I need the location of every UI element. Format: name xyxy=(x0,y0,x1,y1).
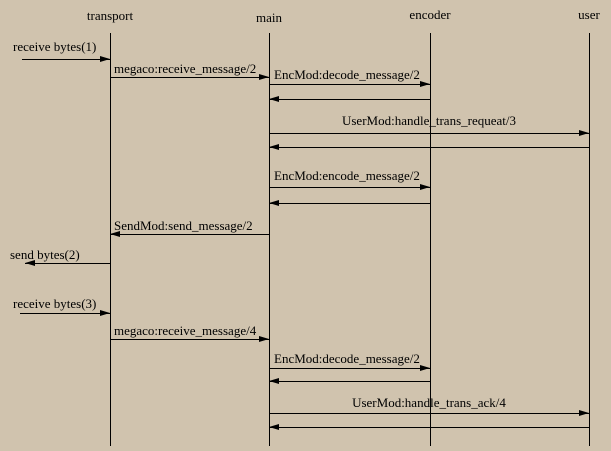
message-label: SendMod:send_message/2 xyxy=(114,218,253,233)
arrowhead-right-icon xyxy=(579,410,589,416)
message-arrow xyxy=(269,84,430,85)
message-label: EncMod:encode_message/2 xyxy=(274,168,420,183)
message-label: EncMod:decode_message/2 xyxy=(274,67,420,82)
message-arrow xyxy=(269,413,589,414)
message-arrow xyxy=(20,313,110,314)
lifeline-label-transport: transport xyxy=(86,8,134,23)
message-arrow xyxy=(110,234,269,235)
arrowhead-right-icon xyxy=(259,74,269,80)
message-arrow xyxy=(269,368,430,369)
message-label: receive bytes(1) xyxy=(13,39,97,54)
arrowhead-right-icon xyxy=(100,310,110,316)
arrowhead-left-icon xyxy=(110,231,120,237)
arrowhead-right-icon xyxy=(420,184,430,190)
message-label: UserMod:handle_trans_ack/4 xyxy=(352,395,506,410)
lifeline-main xyxy=(269,33,270,446)
message-label: UserMod:handle_trans_requeat/3 xyxy=(341,113,516,128)
message-arrow xyxy=(25,263,110,264)
message-arrow xyxy=(269,133,589,134)
message-label: EncMod:decode_message/2 xyxy=(274,351,420,366)
lifeline-label-user: user xyxy=(578,7,600,22)
lifeline-transport xyxy=(110,33,111,446)
return-arrow xyxy=(269,203,430,204)
message-label: receive bytes(3) xyxy=(13,296,97,311)
arrowhead-left-icon xyxy=(25,260,35,266)
lifeline-user xyxy=(589,33,590,446)
message-label: send bytes(2) xyxy=(10,247,80,262)
arrowhead-left-icon xyxy=(269,424,279,430)
lifeline-encoder xyxy=(430,33,431,446)
arrowhead-right-icon xyxy=(420,365,430,371)
return-arrow xyxy=(269,427,589,428)
message-label: megaco:receive_message/4 xyxy=(114,323,257,338)
message-arrow xyxy=(110,77,269,78)
arrowhead-left-icon xyxy=(269,144,279,150)
message-arrow xyxy=(22,59,110,60)
arrowhead-left-icon xyxy=(269,96,279,102)
return-arrow xyxy=(269,99,430,100)
arrowhead-left-icon xyxy=(269,378,279,384)
arrowhead-right-icon xyxy=(420,81,430,87)
lifeline-label-encoder: encoder xyxy=(409,7,451,22)
message-arrow xyxy=(110,339,269,340)
arrowhead-right-icon xyxy=(579,130,589,136)
arrowhead-right-icon xyxy=(100,56,110,62)
return-arrow xyxy=(269,381,430,382)
message-arrow xyxy=(269,187,430,188)
lifeline-label-main: main xyxy=(256,10,282,25)
return-arrow xyxy=(269,147,589,148)
message-label: megaco:receive_message/2 xyxy=(114,61,257,76)
arrowhead-right-icon xyxy=(259,336,269,342)
arrowhead-left-icon xyxy=(269,200,279,206)
